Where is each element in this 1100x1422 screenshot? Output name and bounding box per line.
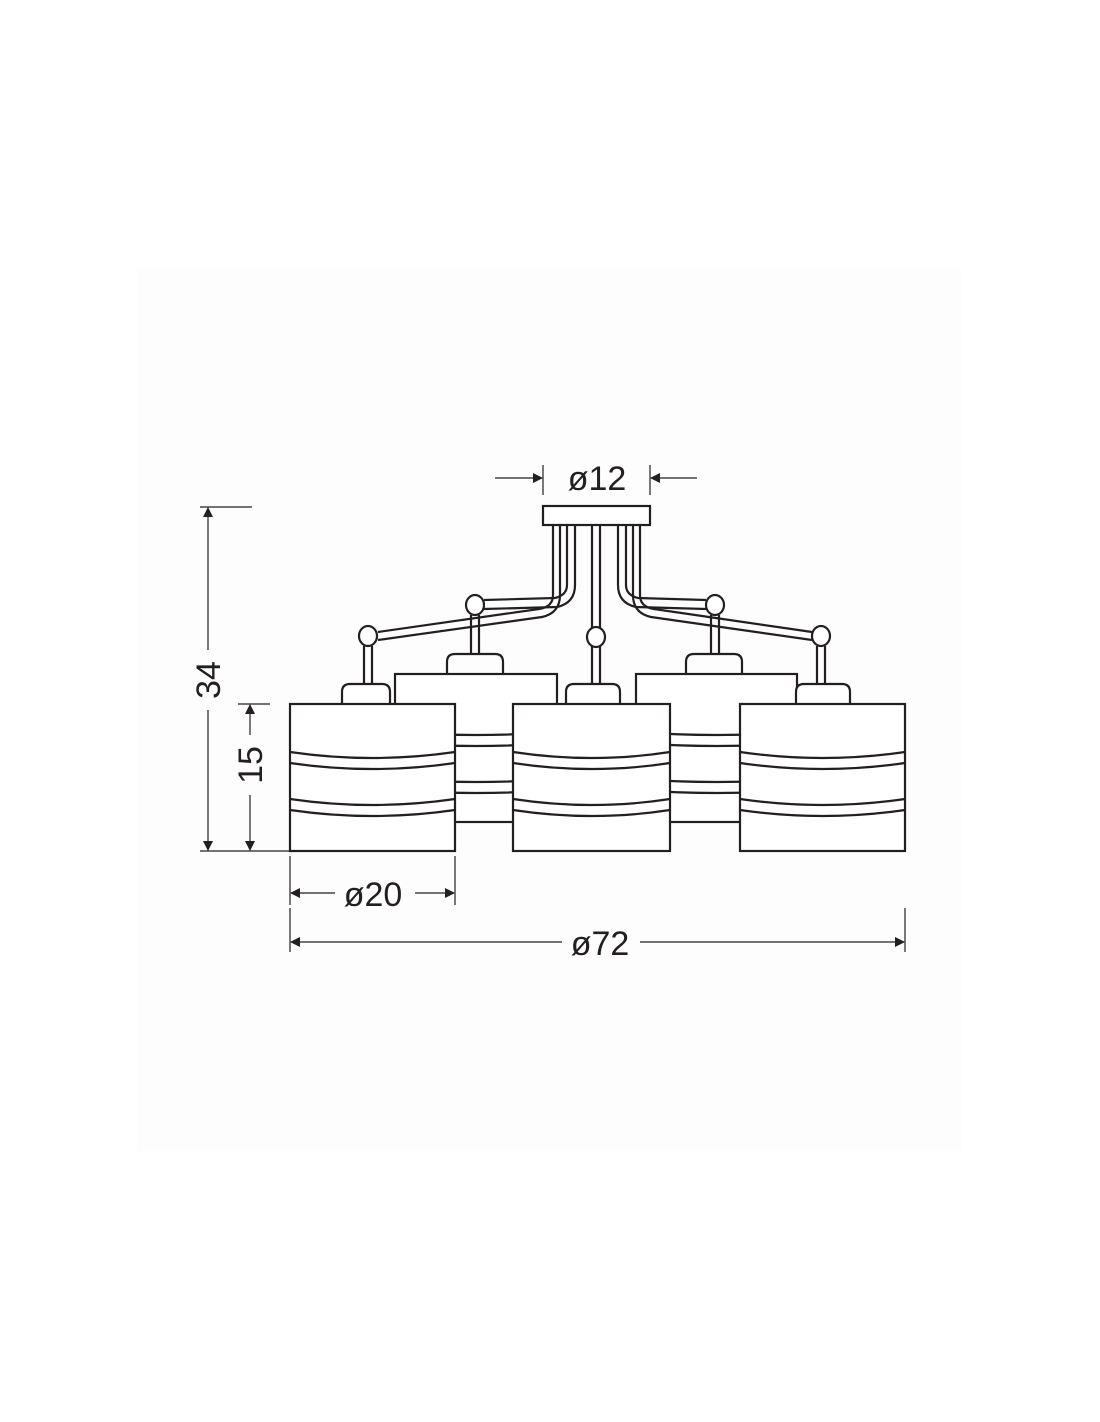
arms (357, 504, 832, 685)
front-shade-left (288, 682, 457, 853)
label-total-diameter: ø72 (571, 925, 630, 963)
canopy (541, 504, 652, 527)
front-shade-center (511, 682, 672, 853)
front-shade-right (738, 682, 907, 853)
dimension-canopy-diameter: ø12 (495, 460, 697, 498)
label-total-height: 34 (190, 661, 228, 699)
dimension-total-diameter: ø72 (289, 908, 906, 963)
label-shade-height: 15 (232, 746, 270, 784)
dimension-total-height: 34 (190, 506, 252, 851)
dimension-shade-height: 15 (200, 703, 290, 852)
label-canopy-diameter: ø12 (568, 460, 627, 498)
dimension-shade-diameter: ø20 (289, 856, 456, 914)
label-shade-diameter: ø20 (344, 876, 403, 914)
